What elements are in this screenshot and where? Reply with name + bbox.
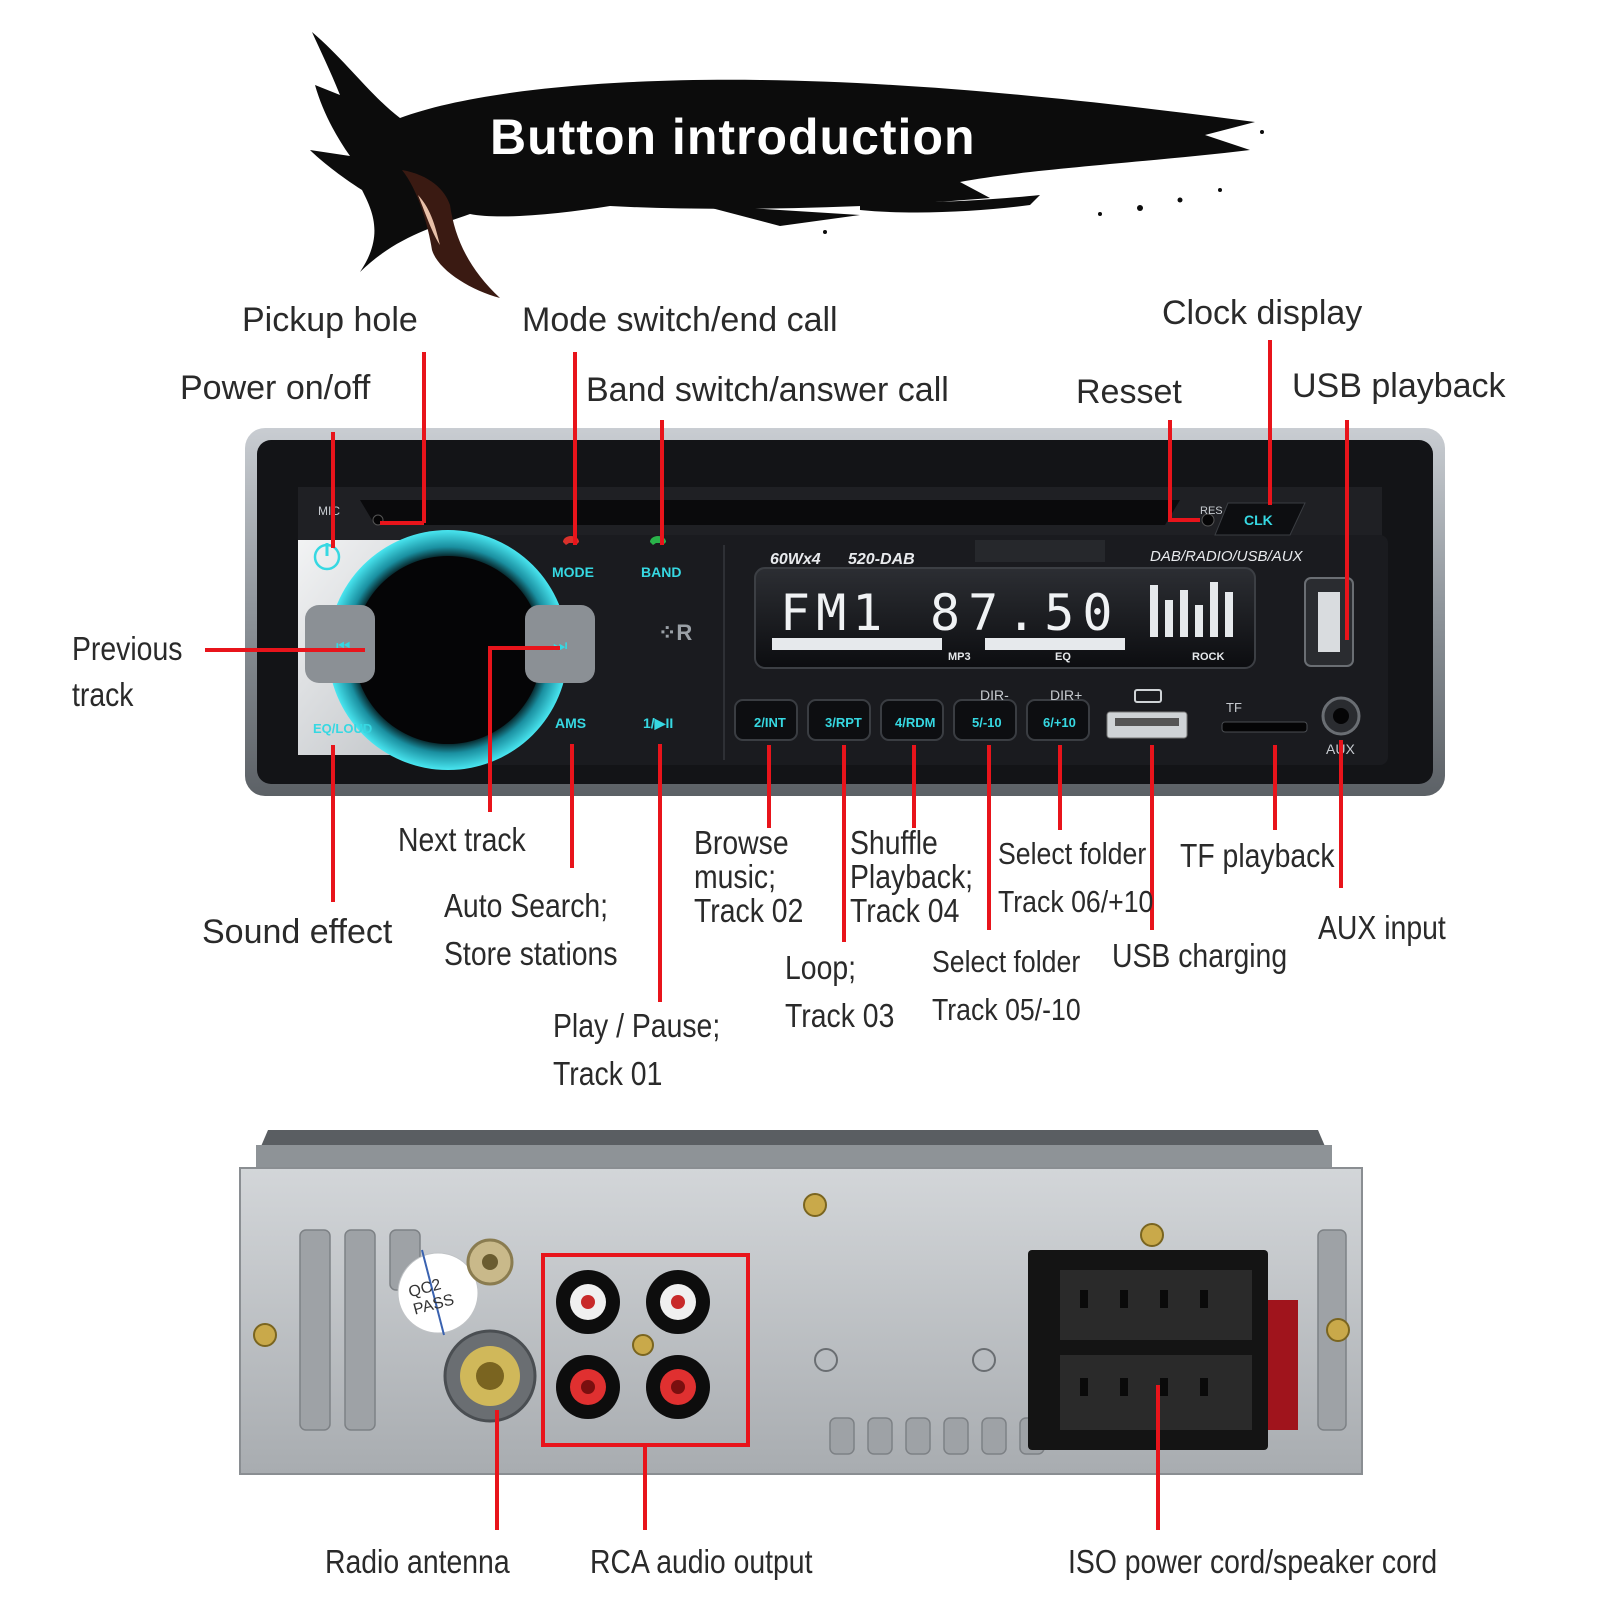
callout-previous-track: Previous track	[72, 630, 183, 713]
previous-track-button[interactable]	[305, 605, 375, 683]
model-code: 520-DAB	[848, 551, 915, 568]
callout-pickup-hole: Pickup hole	[242, 301, 418, 339]
reset-hole[interactable]	[1201, 513, 1215, 527]
fuse	[1268, 1300, 1298, 1430]
callout-play-pause: Play / Pause; Track 01	[553, 1007, 721, 1092]
lcd-frequency: 87.50	[930, 584, 1121, 642]
clk-label: CLK	[1244, 512, 1273, 528]
dir-minus-top: DIR-	[980, 687, 1009, 703]
int-button[interactable]	[734, 699, 798, 741]
callout-power: Power on/off	[180, 369, 371, 407]
dir-plus-top: DIR+	[1050, 687, 1082, 703]
callout-sound-effect: Sound effect	[202, 913, 393, 951]
callout-rca-output: RCA audio output	[590, 1543, 813, 1580]
int-label: 2/INT	[754, 715, 786, 730]
brush-handle-icon	[402, 170, 500, 298]
ir-receiver-icon: ⁘R	[658, 620, 692, 645]
rpt-label: 3/RPT	[825, 715, 862, 730]
eq-loud-button-label[interactable]: EQ/LOUD	[313, 721, 372, 736]
callout-usb-playback: USB playback	[1292, 367, 1506, 405]
dir-plus-button[interactable]	[1026, 699, 1090, 741]
callout-auto-search: Auto Search; Store stations	[444, 887, 618, 972]
play-pause-button-label[interactable]: 1/▶II	[643, 715, 673, 731]
callout-band-switch: Band switch/answer call	[586, 371, 949, 409]
callout-select-minus: Select folder Track 05/-10	[932, 944, 1081, 1027]
lcd-rock: ROCK	[1192, 651, 1224, 663]
callout-usb-charging: USB charging	[1112, 937, 1288, 974]
dir-minus-button[interactable]	[953, 699, 1017, 741]
battery-icon	[1134, 689, 1162, 703]
dir-minus-label: 5/-10	[972, 715, 1002, 730]
callout-iso-cord: ISO power cord/speaker cord	[1068, 1543, 1438, 1580]
callout-next-track: Next track	[398, 821, 526, 858]
next-icon: ⏭	[553, 638, 567, 655]
lcd-eq: EQ	[1055, 651, 1071, 663]
dir-plus-label: 6/+10	[1043, 715, 1076, 730]
mode-button-label[interactable]: MODE	[552, 564, 594, 580]
callout-mode-switch: Mode switch/end call	[522, 301, 838, 339]
lcd-mp3: MP3	[948, 651, 971, 663]
ams-button-label[interactable]: AMS	[555, 715, 586, 731]
tf-card-slot[interactable]	[1221, 721, 1308, 733]
power-rating: 60Wx4	[770, 551, 821, 568]
rpt-button[interactable]	[807, 699, 871, 741]
rca-outputs[interactable]	[556, 1270, 710, 1419]
callout-aux-input: AUX input	[1318, 909, 1446, 946]
rdm-label: 4/RDM	[895, 715, 935, 730]
callout-reset: Resset	[1076, 373, 1182, 411]
clk-button[interactable]	[1214, 502, 1306, 536]
mode-list: DAB/RADIO/USB/AUX	[1150, 548, 1304, 565]
band-button-label[interactable]: BAND	[641, 564, 681, 580]
next-track-button[interactable]	[525, 605, 595, 683]
callout-tf-playback: TF playback	[1180, 837, 1335, 874]
callout-shuffle: Shuffle Playback; Track 04	[850, 824, 974, 929]
brush-stroke	[310, 32, 1255, 272]
callout-radio-antenna: Radio antenna	[325, 1543, 510, 1580]
rdm-button[interactable]	[880, 699, 944, 741]
callout-loop: Loop; Track 03	[785, 949, 895, 1034]
lcd-band: FM1	[780, 584, 888, 642]
tf-label: TF	[1226, 700, 1242, 715]
callout-clock-display: Clock display	[1162, 294, 1363, 332]
callout-select-plus: Select folder Track 06/+10	[998, 836, 1154, 919]
title-banner	[310, 32, 1264, 298]
qc-pass-sticker	[397, 1252, 479, 1334]
spectrum-bars	[1150, 582, 1233, 637]
callout-browse: Browse music; Track 02	[694, 824, 804, 929]
res-label: RES	[1200, 505, 1223, 517]
page-title: Button introduction	[490, 109, 976, 165]
